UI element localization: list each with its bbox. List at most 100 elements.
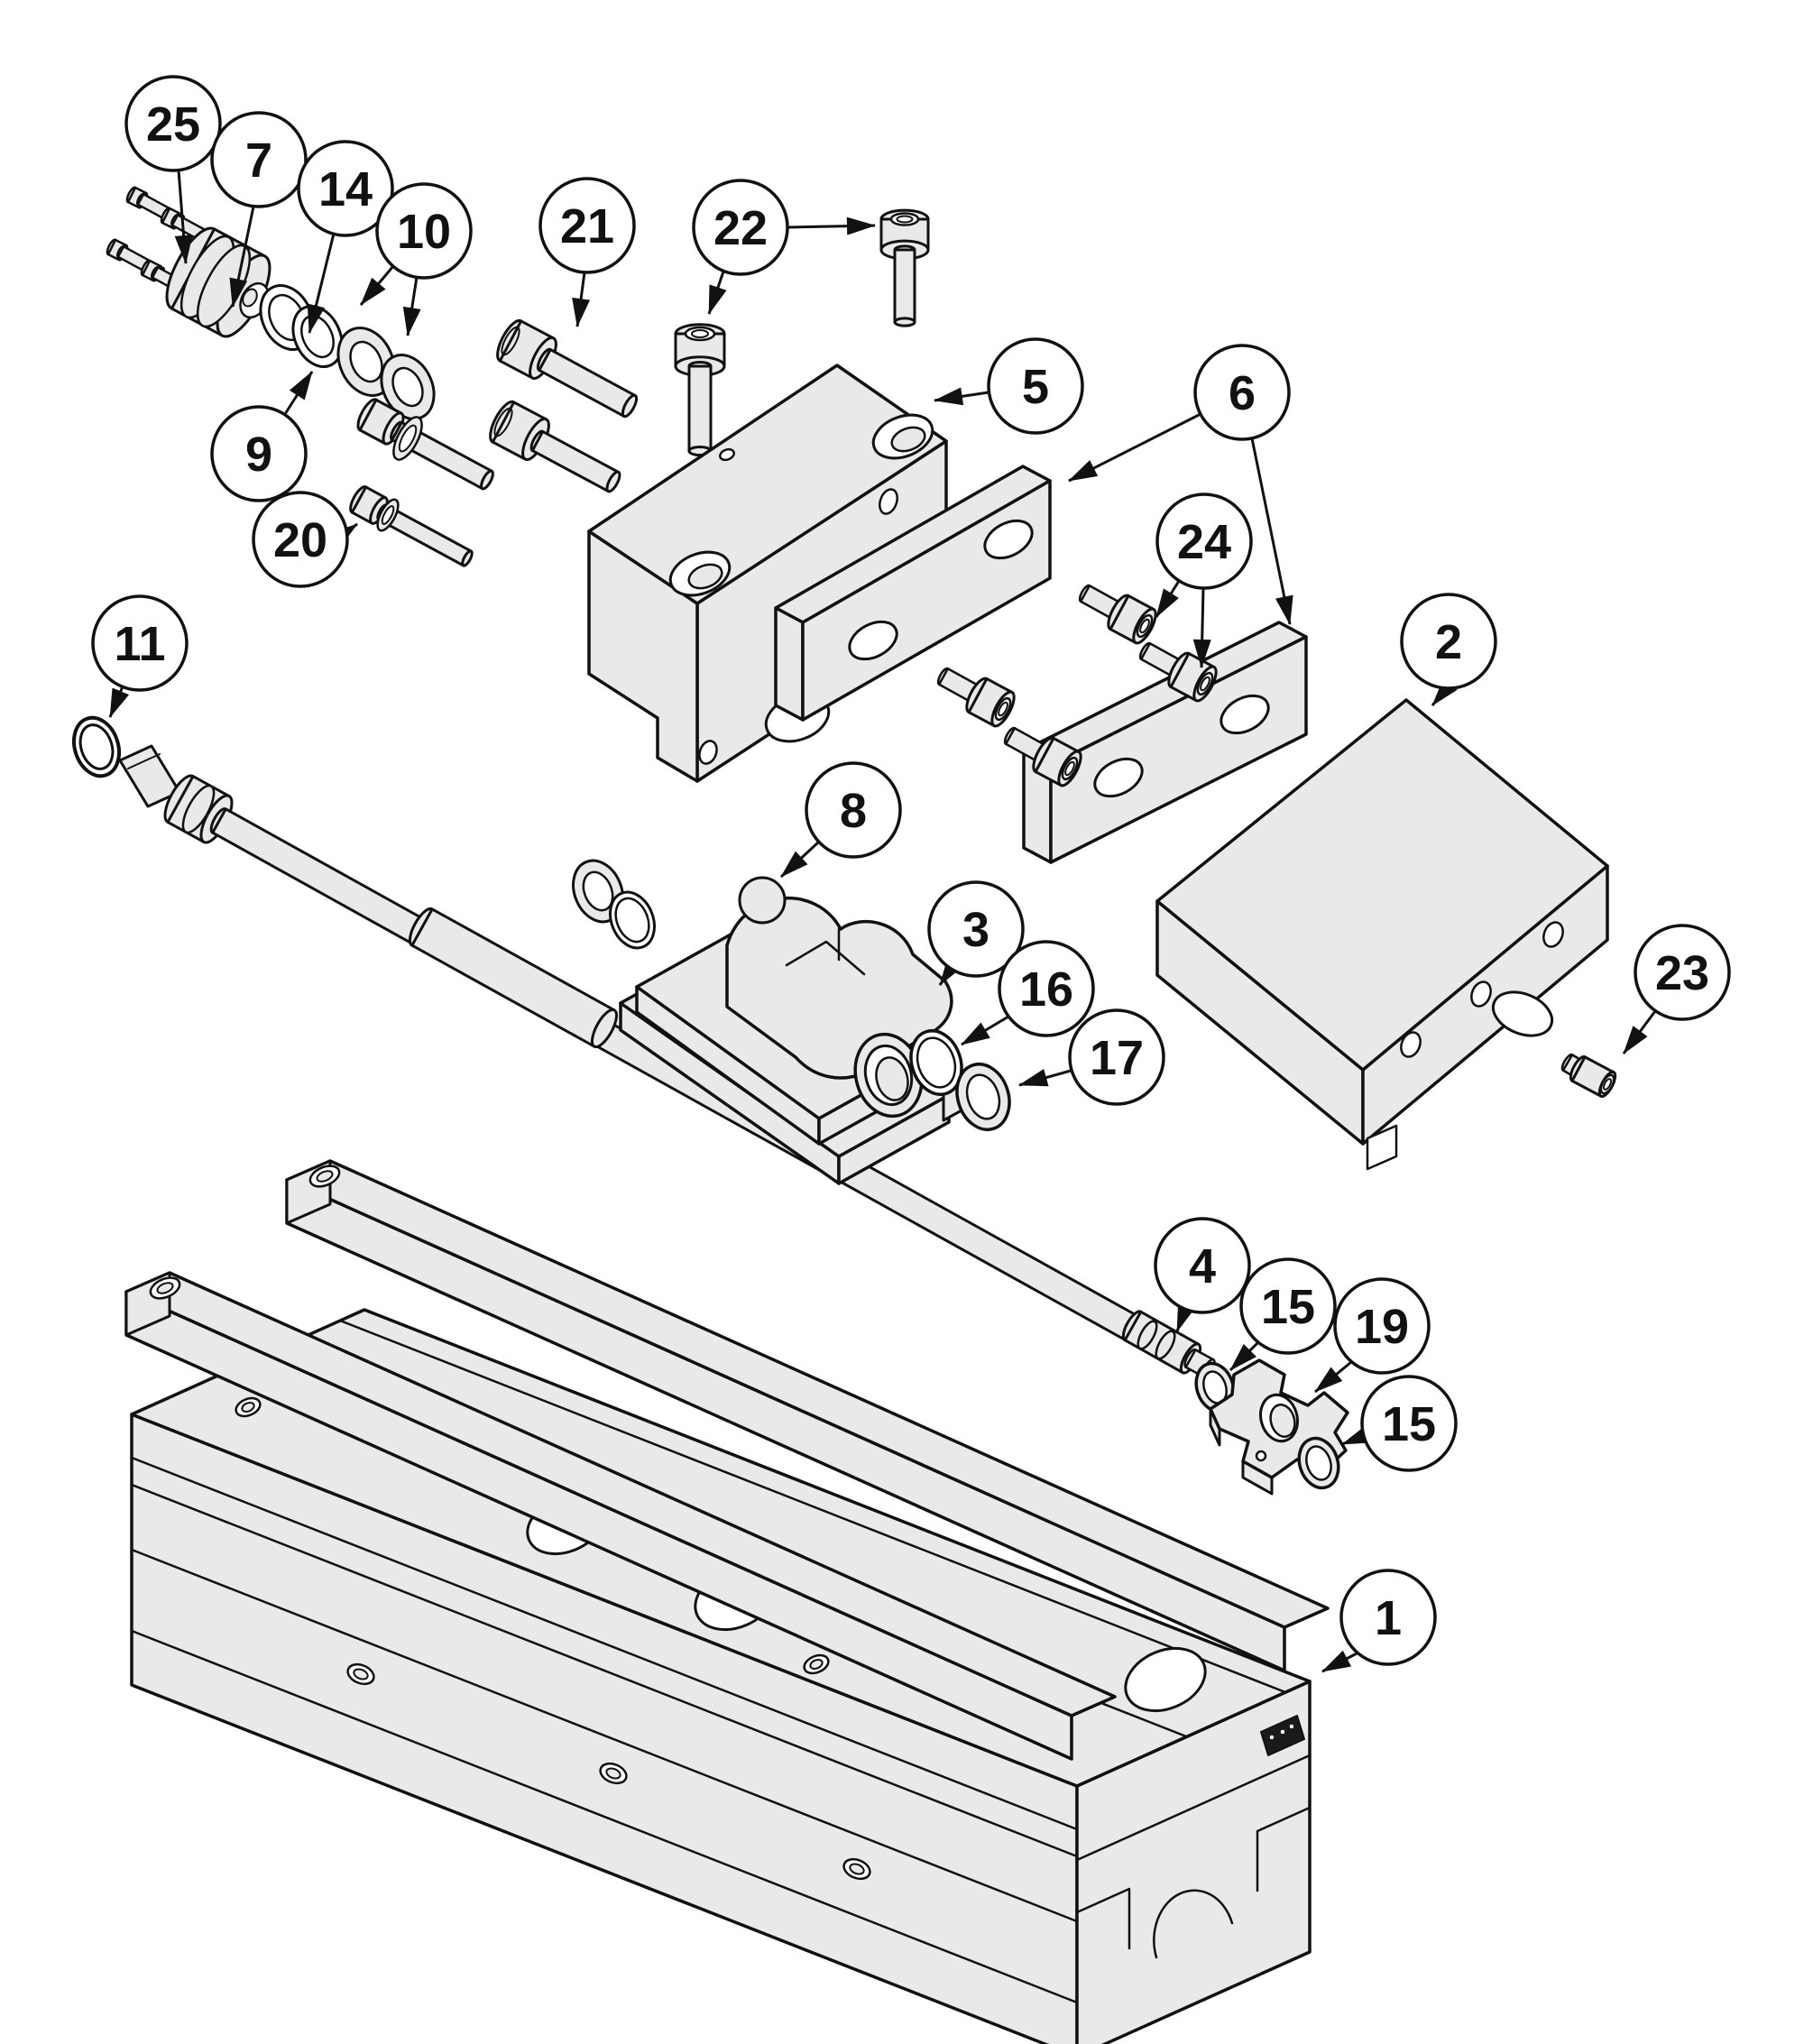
jaw-body-5-hole — [698, 740, 718, 765]
o-ring-11 — [78, 723, 115, 770]
bed-top-hole — [241, 1402, 255, 1413]
rail-hole — [156, 1282, 174, 1294]
balloon-number: 16 — [1019, 962, 1073, 1017]
balloon-circle — [1239, 1257, 1337, 1355]
jaw-body-5-bore — [687, 563, 723, 590]
o-ring-15 — [1305, 1445, 1332, 1481]
cap-screw-22 — [684, 326, 716, 342]
cap-screw-22 — [893, 248, 916, 324]
jaw-screw-24 — [1139, 618, 1150, 634]
cap-screw-21 — [493, 407, 513, 437]
leader-line — [1192, 587, 1211, 668]
callout-23: 23 — [1622, 924, 1731, 1054]
jaw-screw-24 — [998, 701, 1008, 717]
bed-groove — [338, 1319, 1287, 1694]
nut-carriage-3-saddle — [725, 897, 953, 1080]
balloon-number: 14 — [318, 162, 373, 216]
leader-line — [108, 686, 130, 718]
balloon-circle — [987, 337, 1084, 435]
balloon-number: 21 — [560, 199, 614, 253]
bed-end-profile — [1075, 1754, 1312, 1862]
callout-25: 25 — [124, 75, 222, 264]
balloon-circle — [1155, 493, 1253, 590]
cap-screw-22 — [691, 329, 709, 338]
balloon-circle — [998, 940, 1095, 1037]
jaw-plate-6 — [774, 606, 805, 722]
cap-screw-21 — [605, 470, 621, 493]
bed-name-plate — [1280, 1729, 1285, 1735]
balloon-circle — [124, 75, 222, 172]
carriage-snap-ring — [609, 890, 656, 950]
balloon-number: 9 — [245, 428, 272, 482]
leader-line — [961, 1015, 1009, 1046]
callout-5: 5 — [934, 337, 1084, 435]
balloon-circle — [252, 491, 349, 588]
leader-line — [1431, 677, 1458, 706]
carriage-washer — [582, 870, 614, 912]
jaw-plate-6-hole — [983, 519, 1034, 560]
leader-line — [229, 206, 255, 308]
leader-line — [174, 170, 193, 264]
shoulder-screw-20 — [461, 549, 474, 567]
base-bed-flute — [130, 1629, 1079, 2004]
set-screw-23 — [1602, 1078, 1613, 1091]
balloon-circle — [1360, 1375, 1458, 1472]
slide-block-2 — [1155, 698, 1609, 1072]
balloon-number: 19 — [1355, 1300, 1409, 1354]
carriage-snap-ring — [614, 897, 650, 944]
balloon-circle — [1193, 344, 1291, 441]
balloon-number: 22 — [713, 201, 768, 255]
shoulder-screw-20 — [381, 505, 395, 525]
leader-line — [329, 522, 358, 548]
callout-17: 17 — [1018, 1008, 1165, 1106]
balloon-number: 8 — [840, 784, 867, 838]
bed-hole — [353, 1668, 369, 1680]
leader-line — [572, 272, 591, 327]
jaw-screw-24 — [1064, 760, 1075, 777]
balloon-number: 23 — [1655, 946, 1709, 1000]
slide-block-2-hole — [1542, 921, 1564, 948]
cap-screw-21 — [530, 429, 621, 493]
callout-4: 4 — [1154, 1217, 1251, 1332]
part-shapes — [72, 186, 1617, 2044]
balloon-circle — [1333, 1277, 1431, 1375]
bed-top-hole — [809, 1659, 824, 1670]
callout-11: 11 — [91, 594, 189, 718]
cap-screw-22 — [687, 364, 713, 453]
callout-14: 14 — [297, 140, 394, 334]
callout-21: 21 — [538, 177, 636, 327]
balloon-number: 11 — [114, 617, 165, 671]
balloon-circle — [927, 880, 1025, 978]
balloon-number: 15 — [1382, 1397, 1436, 1451]
bed-name-plate — [1269, 1735, 1275, 1740]
slide-block-2-notch — [1366, 1124, 1398, 1171]
balloon-number: 25 — [146, 97, 200, 152]
bed-scallop — [1124, 1646, 1207, 1713]
slide-block-2-hole — [1400, 1031, 1422, 1058]
leader-line — [1250, 437, 1293, 625]
slide-block-2-hole — [1470, 981, 1492, 1008]
balloon-number: 20 — [273, 513, 327, 567]
balloon-circle — [692, 179, 789, 276]
leader-line — [402, 276, 421, 336]
jaw-body-5-bore — [890, 426, 926, 453]
callout-2: 2 — [1400, 593, 1497, 706]
leader-line — [938, 956, 963, 986]
balloon-number: 4 — [1189, 1239, 1216, 1294]
balloon-number: 6 — [1229, 366, 1256, 420]
leader-line — [1321, 1650, 1359, 1673]
leader-line — [1175, 1302, 1195, 1332]
leader-line — [307, 233, 336, 334]
cap-screw-22 — [893, 317, 916, 327]
lead-screw-square-end — [127, 753, 161, 769]
balloon-circle — [1400, 593, 1497, 690]
bed-name-plate — [1289, 1724, 1294, 1729]
bed-hole — [849, 1863, 865, 1875]
balloon-circle — [210, 405, 308, 502]
balloon-circle — [1339, 1569, 1437, 1666]
end-flange-19-bore — [1269, 1404, 1296, 1438]
cap-screw-22 — [889, 212, 920, 226]
bed-end-profile — [1153, 1889, 1234, 1959]
balloon-number: 10 — [397, 205, 451, 259]
